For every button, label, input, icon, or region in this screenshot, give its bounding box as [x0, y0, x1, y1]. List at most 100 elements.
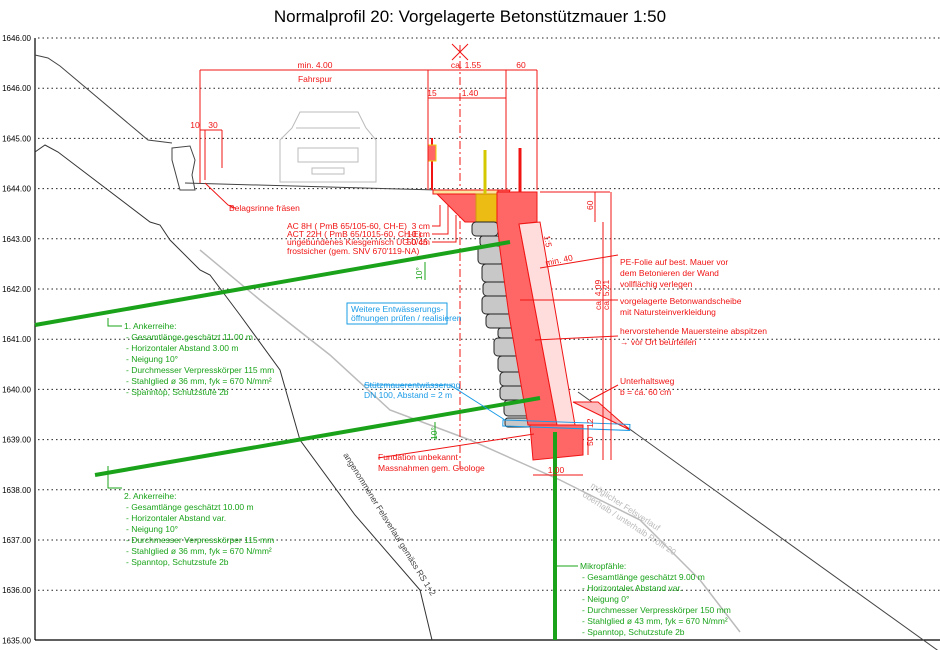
slope-line — [577, 391, 939, 650]
micropiles-line: - Neigung 0° — [582, 594, 629, 604]
elevation-axis: 1646.00 1646.00 1645.00 1644.00 1643.00 1642.… — [2, 34, 940, 645]
svg-text:ungebundenes Kiesgemisch UG 0/: ungebundenes Kiesgemisch UG 0/45 — [287, 237, 428, 247]
existing-stones-left — [171, 145, 196, 191]
path-note-1: Unterhaltsweg — [620, 376, 675, 386]
drain-note-1: Weitere Entwässerungs- — [351, 304, 444, 314]
svg-text:3 cm: 3 cm — [412, 221, 430, 231]
anchor-row-2 — [94, 396, 541, 477]
svg-text:AC 8H ( PmB 65/105-60, CH: AC 8H ( PmB 65/105-60, CH-E) — [287, 221, 407, 231]
anchor1-line: - Stahlglied ø 36 mm, fyk = 670 N/mm² — [126, 376, 272, 386]
micropiles-line: - Horizontaler Abstand var. — [582, 583, 682, 593]
micropiles-line: Mikropfähle: — [580, 561, 626, 571]
foundation-note-1: Fundation unbekannt — [378, 452, 459, 462]
micropile-specs: Mikropfähle:- Gesamtlänge geschätzt 9.00… — [580, 561, 731, 637]
axis-marker-icon — [451, 43, 469, 61]
micropiles-line: - Stahlglied ø 43 mm, fyk = 670 N/mm² — [582, 616, 728, 626]
svg-text:50 cm: 50 cm — [407, 237, 430, 247]
micropiles-line: - Spanntop, Schutzstufe 2b — [582, 627, 685, 637]
anchor2-line: - Horizontaler Abstand var. — [126, 513, 226, 523]
drainage-pipe — [502, 419, 631, 431]
drain-note-2: öffnungen prüfen / realisieren — [351, 313, 462, 323]
elevation-label: 1644.00 — [2, 185, 31, 194]
pe-note-2: dem Betonieren der Wand — [620, 268, 719, 278]
anchor1-line: - Durchmesser Verpresskörper 115 mm — [126, 365, 274, 375]
drainage-label-1: Stützmauerentwässerung — [364, 380, 461, 390]
stones-note-1: hervorstehende Mauersteine abspitzen — [620, 326, 767, 336]
svg-text:10 cm: 10 cm — [407, 229, 430, 239]
elevation-label: 1640.00 — [2, 385, 31, 394]
wall-note-1: vorgelagerte Betonwandscheibe — [620, 296, 742, 306]
elevation-label: 1642.00 — [2, 285, 31, 294]
dimension-lines — [199, 69, 619, 476]
anchor2-line: - Gesamtlänge geschätzt 10.00 m — [126, 502, 254, 512]
micropiles-line: - Durchmesser Verpresskörper 150 mm — [582, 605, 731, 615]
dim-60-right: 60 — [585, 200, 595, 210]
rock-possible-label-2: oberhalb / unterhalb Profil 20 — [581, 489, 678, 557]
dim-ca-409: ca. 4.09 — [593, 279, 603, 310]
anchor-row-2-specs: 2. Ankerreihe:- Gesamtlänge geschätzt 10… — [124, 491, 274, 567]
path-note-2: b = ca. 60 cm — [620, 387, 671, 397]
maintenance-path — [572, 401, 631, 431]
anchor1-line: - Spanntop, Schutzstufe 2b — [126, 387, 229, 397]
micropiles-line: - Gesamtlänge geschätzt 9.00 m — [582, 572, 705, 582]
car-outline — [279, 111, 377, 183]
road-surface — [184, 182, 438, 191]
elevation-label: 1637.00 — [2, 536, 31, 545]
elevation-label: 1635.00 — [2, 636, 31, 645]
dim-min-4: min. 4.00 — [298, 60, 333, 70]
drain-pipe — [475, 193, 499, 223]
anchor-leaders — [107, 318, 578, 567]
foundation-note-2: Massnahmen gem. Geologe — [378, 463, 485, 473]
dim-ca-155: ca. 1.55 — [451, 60, 482, 70]
anchor2-line: - Spanntop, Schutzstufe 2b — [126, 557, 229, 567]
anchor2-line: - Neigung 10° — [126, 524, 178, 534]
elevation-label: 1639.00 — [2, 436, 31, 445]
anchor2-line: - Stahlglied ø 36 mm, fyk = 670 N/mm² — [126, 546, 272, 556]
dim-15: 15 — [427, 88, 437, 98]
elevation-label: 1636.00 — [2, 586, 31, 595]
dim-ca-521: ca. 5.21 — [601, 279, 611, 310]
wall-note-2: mit Natursteinverkleidung — [620, 307, 716, 317]
dim-50: 50 — [585, 436, 595, 446]
anchor-row-1-specs: 1. Ankerreihe:- Gesamtlänge geschätzt 11… — [124, 321, 274, 397]
dim-60-top: 60 — [516, 60, 526, 70]
drainage-note-box — [346, 302, 448, 325]
rock-line-assumed — [34, 144, 433, 641]
elevation-label: 1643.00 — [2, 235, 31, 244]
anchor1-line: - Gesamtlänge geschätzt 11.00 m — [126, 332, 253, 342]
elevation-label: 1645.00 — [2, 134, 31, 143]
anchor1-line: 1. Ankerreihe: — [124, 321, 176, 331]
terrain-line — [34, 54, 173, 144]
reflector-icon — [427, 144, 437, 162]
dim-lane-label: Fahrspur — [298, 74, 332, 84]
pe-note-1: PE-Folie auf best. Mauer vor — [620, 257, 728, 267]
stones-note-2: → vor Ort beurteilen — [620, 337, 697, 347]
drainage-label-2: DN 100, Abstand = 2 m — [364, 390, 452, 400]
drawing-title: Normalprofil 20: Vorgelagerte Betonstütz… — [274, 7, 666, 26]
wall-batter: 1:5 — [542, 235, 554, 249]
pe-note-3: vollflächig verlegen — [620, 279, 693, 289]
elevation-label: 1646.00 — [2, 34, 31, 43]
pavement-layers: AC 8H ( PmB 65/105-60, CH-E) 3 cm ACT 22… — [287, 221, 430, 256]
dim-100: 1.00 — [548, 465, 565, 475]
anchor1-line: - Horizontaler Abstand 3.00 m — [126, 343, 238, 353]
dim-12: 12 — [585, 418, 595, 428]
svg-text:frostsicher (gem. SNV 670'119-: frostsicher (gem. SNV 670'119-NA) — [287, 246, 419, 256]
dim-10: 10 — [190, 120, 200, 130]
svg-text:ACT 22H ( PmB 65/1015-60, CH-: ACT 22H ( PmB 65/1015-60, CH-E) — [287, 229, 422, 239]
elevation-label: 1641.00 — [2, 335, 31, 344]
anchor2-line: - Durchmesser Verpresskörper 115 mm — [126, 535, 274, 545]
dim-30: 30 — [208, 120, 218, 130]
belagsrinne-note: Belagsrinne fräsen — [229, 203, 300, 213]
dim-140: 1.40 — [462, 88, 479, 98]
rock-line-possible — [199, 249, 741, 633]
anchor-row-1 — [34, 240, 511, 327]
elevation-label: 1646.00 — [2, 84, 31, 93]
angle-markers — [424, 262, 436, 440]
asphalt-layer — [432, 189, 499, 195]
dim-min-40: min. 40 — [544, 252, 574, 268]
anchor2-line: 2. Ankerreihe: — [124, 491, 176, 501]
drainage-leader — [364, 384, 506, 421]
elevation-label: 1638.00 — [2, 486, 31, 495]
